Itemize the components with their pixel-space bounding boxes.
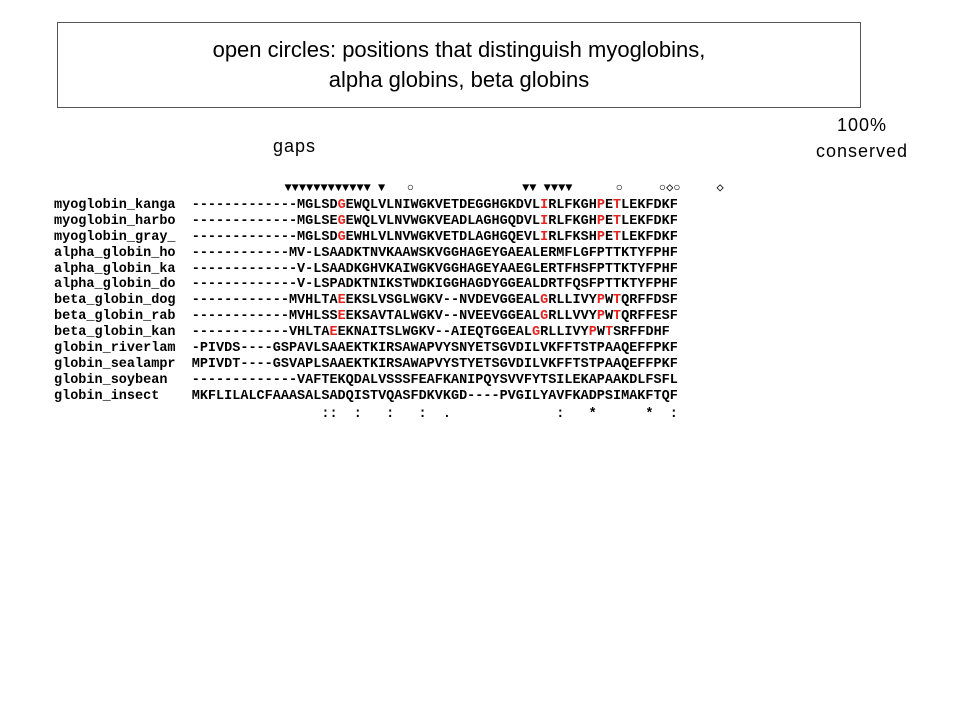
sequence: ------------MV-LSAADKTNVKAAWSKVGGHAGEYGA… [191, 245, 678, 261]
highlighted-residue: P [596, 293, 605, 309]
highlighted-residue: P [596, 309, 605, 325]
highlighted-residue: T [604, 325, 614, 341]
sequence-name: globin_riverlam [54, 341, 176, 357]
sequence: ------------MVHLSSEEKSAVTALWGKV--NVEEVGG… [191, 309, 678, 325]
conserved-label-line-1: 100% [836, 115, 888, 135]
sequence-name: myoglobin_harbo [54, 213, 176, 229]
sequence: -------------MGLSDGEWQLVLNIWGKVETDEGGHGK… [191, 198, 678, 213]
consensus-line: :: : : : . : * * : [54, 406, 678, 422]
gaps-label: gaps [273, 136, 317, 156]
highlighted-residue: I [540, 213, 549, 229]
alignment-rows: myoglobin_kanga -------------MGLSDGEWQLV… [54, 198, 724, 405]
highlighted-residue: G [540, 309, 549, 325]
highlighted-residue: T [613, 213, 622, 229]
alignment-row: beta_globin_rab ------------MVHLSSEEKSAV… [54, 309, 724, 325]
highlighted-residue: G [532, 325, 541, 341]
highlighted-residue: E [329, 325, 338, 341]
sequence: -------------MGLSEGEWQLVLNVWGKVEADLAGHGQ… [191, 213, 678, 229]
sequence-name: globin_insect [54, 388, 160, 404]
conserved-label: 100% conserved [790, 112, 934, 164]
sequence-name: myoglobin_gray_ [54, 229, 176, 245]
highlighted-residue: P [588, 325, 597, 341]
title-box: open circles: positions that distinguish… [57, 22, 861, 108]
highlighted-residue: P [596, 198, 605, 213]
alignment-row: globin_soybean -------------VAFTEKQDALVS… [54, 373, 724, 389]
highlighted-residue: I [540, 198, 549, 213]
highlighted-residue: I [540, 229, 549, 245]
sequence-name: beta_globin_rab [54, 309, 176, 325]
highlighted-residue: P [596, 229, 605, 245]
alignment-row: alpha_globin_ho ------------MV-LSAADKTNV… [54, 246, 724, 262]
alignment-row: myoglobin_harbo -------------MGLSEGEWQLV… [54, 214, 724, 230]
title-line-2: alpha globins, beta globins [328, 67, 590, 92]
sequence: -PIVDS----GSPAVLSAAEKTKIRSAWAPVYSNYETSGV… [191, 341, 678, 357]
sequence-alignment: ▼▼▼▼▼▼▼▼▼▼▼▼ ▼ ○ ▼▼ ▼▼▼▼ ○ ○◇○ ◇ myoglob… [54, 178, 724, 425]
position-markers: ▼▼▼▼▼▼▼▼▼▼▼▼ ▼ ○ ▼▼ ▼▼▼▼ ○ ○◇○ ◇ [54, 181, 724, 195]
sequence: -------------V-LSPADKTNIKSTWDKIGGHAGDYGG… [191, 277, 678, 293]
conserved-label-line-2: conserved [815, 141, 909, 161]
sequence: -------------V-LSAADKGHVKAIWGKVGGHAGEYAA… [191, 261, 678, 277]
sequence-name: beta_globin_dog [54, 293, 176, 309]
highlighted-residue: T [613, 229, 622, 245]
highlighted-residue: T [613, 309, 622, 325]
alignment-row: globin_riverlam -PIVDS----GSPAVLSAAEKTKI… [54, 341, 724, 357]
alignment-row: beta_globin_kan ------------VHLTAEEKNAIT… [54, 325, 724, 341]
sequence: MPIVDT----GSVAPLSAAEKTKIRSAWAPVYSTYETSGV… [191, 356, 678, 372]
sequence-name: globin_soybean [54, 372, 168, 388]
highlighted-residue: G [337, 213, 346, 229]
alignment-row: myoglobin_kanga -------------MGLSDGEWQLV… [54, 198, 724, 214]
alignment-row: beta_globin_dog ------------MVHLTAEEKSLV… [54, 293, 724, 309]
highlighted-residue: T [613, 198, 622, 213]
title-line-1: open circles: positions that distinguish… [212, 37, 706, 62]
highlighted-residue: P [596, 213, 605, 229]
alignment-row: alpha_globin_do -------------V-LSPADKTNI… [54, 277, 724, 293]
sequence-name: alpha_globin_do [54, 277, 176, 293]
sequence: -------------MGLSDGEWHLVLNVWGKVETDLAGHGQ… [191, 229, 678, 245]
highlighted-residue: G [337, 229, 346, 245]
sequence: -------------VAFTEKQDALVSSSFEAFKANIPQYSV… [191, 372, 678, 388]
highlighted-residue: E [337, 309, 346, 325]
highlighted-residue: G [540, 293, 549, 309]
highlighted-residue: E [337, 293, 346, 309]
sequence: ------------MVHLTAEEKSLVSGLWGKV--NVDEVGG… [191, 293, 678, 309]
sequence: MKFLILALCFAAASALSADQISTVQASFDKVKGD----PV… [191, 388, 678, 404]
sequence-name: alpha_globin_ka [54, 261, 176, 277]
highlighted-residue: G [337, 198, 346, 213]
sequence-name: myoglobin_kanga [54, 198, 176, 213]
alignment-row: alpha_globin_ka -------------V-LSAADKGHV… [54, 262, 724, 278]
alignment-row: myoglobin_gray_ -------------MGLSDGEWHLV… [54, 230, 724, 246]
alignment-row: globin_insect MKFLILALCFAAASALSADQISTVQA… [54, 389, 724, 405]
sequence: ------------VHLTAEEKNAITSLWGKV--AIEQTGGE… [191, 325, 670, 341]
highlighted-residue: T [613, 293, 622, 309]
sequence-name: alpha_globin_ho [54, 245, 176, 261]
alignment-row: globin_sealampr MPIVDT----GSVAPLSAAEKTKI… [54, 357, 724, 373]
sequence-name: globin_sealampr [54, 356, 176, 372]
sequence-name: beta_globin_kan [54, 325, 176, 341]
